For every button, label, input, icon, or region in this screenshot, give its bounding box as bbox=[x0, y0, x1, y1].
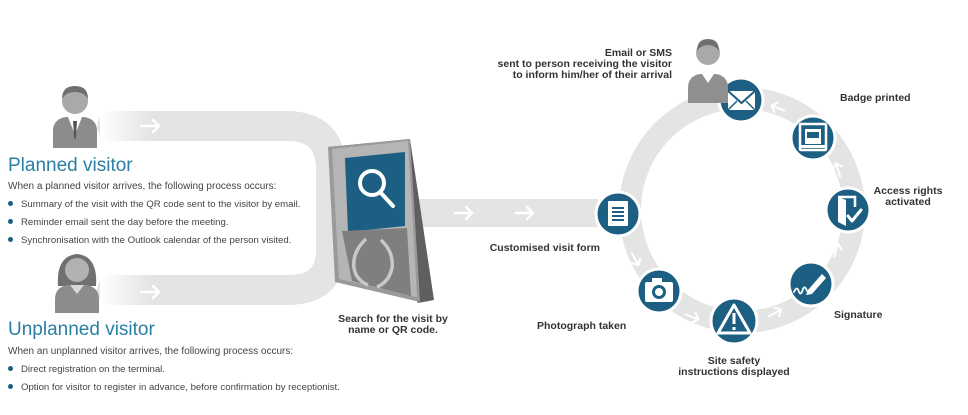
signature-step-label: Signature bbox=[834, 309, 883, 321]
list-item: Summary of the visit with the QR code se… bbox=[8, 199, 300, 210]
planned-visitor-title: Planned visitor bbox=[8, 155, 133, 176]
unplanned-visitor-title: Unplanned visitor bbox=[8, 319, 155, 340]
arrow-right-icon bbox=[684, 311, 700, 324]
form-step-node bbox=[594, 190, 642, 238]
printer-icon bbox=[798, 122, 828, 152]
badge-step-label: Badge printed bbox=[840, 92, 911, 104]
person-icon bbox=[55, 254, 99, 313]
list-item: Direct registration on the terminal. bbox=[8, 364, 165, 375]
list-item: Reminder email sent the day before the m… bbox=[8, 217, 228, 228]
photo-step-node bbox=[635, 267, 683, 315]
signature-step-node bbox=[787, 260, 835, 308]
warning-icon bbox=[716, 303, 752, 335]
email-step-label: Email or SMS sent to person receiving th… bbox=[497, 47, 672, 81]
list-item: Synchronisation with the Outlook calenda… bbox=[8, 235, 291, 246]
arrow-right-icon bbox=[139, 284, 161, 300]
access-step-label: Access rights activated bbox=[873, 185, 943, 208]
planned-visitor-intro: When a planned visitor arrives, the foll… bbox=[8, 181, 277, 192]
email-step-node bbox=[717, 76, 765, 124]
envelope-icon bbox=[727, 90, 756, 111]
terminal-device bbox=[328, 139, 434, 303]
arrow-right-icon bbox=[514, 205, 535, 221]
terminal-caption: Search for the visit by name or QR code. bbox=[338, 313, 448, 336]
unplanned-visitor-track bbox=[97, 197, 346, 305]
arrow-right-icon bbox=[831, 162, 844, 178]
arrow-right-icon bbox=[139, 118, 161, 134]
list-item: Option for visitor to register in advanc… bbox=[8, 382, 340, 393]
camera-icon bbox=[645, 278, 673, 302]
arrow-right-icon bbox=[770, 101, 786, 114]
badge-step-node bbox=[789, 114, 837, 162]
unplanned-visitor-intro: When an unplanned visitor arrives, the f… bbox=[8, 346, 294, 357]
door-icon bbox=[838, 195, 863, 226]
photo-step-label: Photograph taken bbox=[537, 320, 627, 332]
person-icon bbox=[53, 86, 97, 148]
person-icon bbox=[688, 39, 728, 103]
arrow-right-icon bbox=[767, 306, 783, 318]
form-step-label: Customised visit form bbox=[489, 242, 600, 254]
document-icon bbox=[608, 201, 628, 226]
arrow-right-icon bbox=[630, 251, 642, 267]
access-step-node bbox=[824, 186, 872, 234]
magnifier-icon bbox=[358, 169, 395, 208]
arrow-right-icon bbox=[830, 242, 843, 258]
scanner-icon bbox=[352, 237, 395, 289]
safety-step-node bbox=[709, 296, 759, 346]
safety-step-label: Site safety instructions displayed bbox=[678, 355, 790, 378]
pen-icon bbox=[793, 274, 826, 295]
arrow-right-icon bbox=[453, 205, 474, 221]
